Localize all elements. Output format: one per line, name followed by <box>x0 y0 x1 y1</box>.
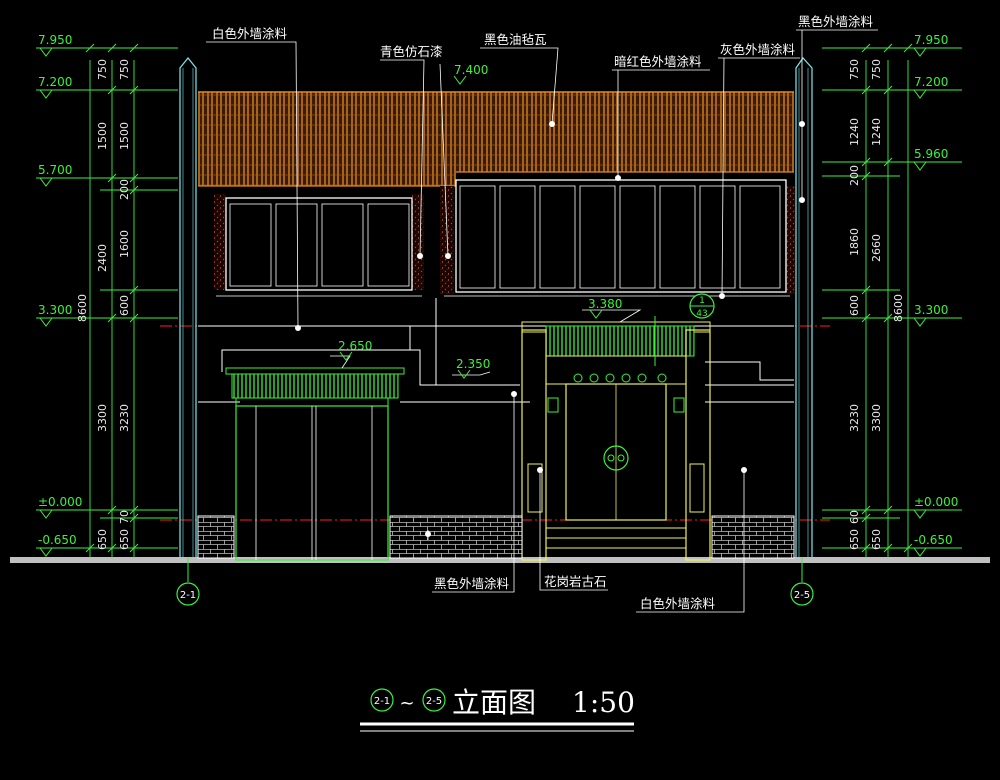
detail-callout[interactable]: 1 43 <box>689 293 715 319</box>
dimension-ticks <box>85 43 913 553</box>
label-black-wall-top: 黑色外墙涂料 <box>798 14 874 29</box>
dim-right-mid: 2660 <box>870 234 883 262</box>
dim-left-total: 8600 <box>76 294 89 322</box>
dim-right-inner: 3230 <box>848 404 861 432</box>
dim-left-mid: 2400 <box>96 244 109 272</box>
ground-line <box>10 557 990 563</box>
title-axis-end: 2-5 <box>426 696 442 707</box>
roof <box>198 91 794 187</box>
level-left-3300: 3.300 <box>38 303 72 317</box>
main-gate <box>521 316 711 561</box>
level-right-7950: 7.950 <box>914 33 948 47</box>
leader-dots <box>295 121 805 537</box>
right-wall <box>795 57 813 557</box>
label-black-tile: 黑色油毡瓦 <box>484 32 547 47</box>
right-inner-dims: 750 1240 200 1860 600 3230 60 650 <box>848 59 861 550</box>
label-grey-wall: 灰色外墙涂料 <box>720 42 796 57</box>
label-white-wall-bottom: 白色外墙涂料 <box>640 596 716 611</box>
level-right-m0650: -0.650 <box>914 533 953 547</box>
dim-right-mid: 650 <box>870 529 883 550</box>
title-text: 立面图 <box>452 686 536 719</box>
dim-left-mid: 3300 <box>96 404 109 432</box>
axis-left-label: 2-1 <box>180 590 196 601</box>
axis-right-label: 2-5 <box>794 590 810 601</box>
level-left-000: ±0.000 <box>38 495 82 509</box>
level-right-7200: 7.200 <box>914 75 948 89</box>
dim-right-inner: 750 <box>848 59 861 80</box>
level-left-5700: 5.700 <box>38 163 72 177</box>
level-left-m0650: -0.650 <box>38 533 77 547</box>
upper-windows-left <box>214 194 424 297</box>
dim-right-inner: 650 <box>848 529 861 550</box>
dim-right-mid: 1240 <box>870 118 883 146</box>
left-entrance <box>225 367 405 561</box>
axis-bubble-left[interactable]: 2-1 <box>176 557 200 606</box>
dim-left-mid: 750 <box>96 59 109 80</box>
dim-right-mid: 750 <box>870 59 883 80</box>
dim-right-inner: 1860 <box>848 228 861 256</box>
dim-right-inner: 600 <box>848 295 861 316</box>
dim-left-mid: 650 <box>96 529 109 550</box>
label-cyan-stone: 青色仿石漆 <box>380 44 443 59</box>
left-wall <box>179 57 197 557</box>
label-granite: 花岗岩古石 <box>544 574 607 589</box>
left-inner-dims: 750 1500 200 1600 600 3230 70 650 <box>118 59 131 550</box>
level-left-7200: 7.200 <box>38 75 72 89</box>
level-gate-3380: 3.380 <box>588 297 622 311</box>
dimension-lines <box>36 47 962 558</box>
level-right-000: ±0.000 <box>914 495 958 509</box>
right-mid-dims: 750 1240 2660 3300 650 <box>870 59 883 550</box>
axis-bubble-right[interactable]: 2-5 <box>790 557 814 606</box>
title-axis-start: 2-1 <box>374 696 390 707</box>
level-canopy-2650: 2.650 <box>338 339 372 353</box>
left-levels: 7.950 7.200 5.700 3.300 ±0.000 -0.650 <box>38 33 82 547</box>
label-white-wall-top: 白色外墙涂料 <box>212 26 288 41</box>
level-right-5960: 5.960 <box>914 147 948 161</box>
label-black-wall-bottom: 黑色外墙涂料 <box>434 576 510 591</box>
level-roof-7400: 7.400 <box>454 63 488 77</box>
dim-right-inner: 60 <box>848 510 861 524</box>
title-scale: 1:50 <box>572 686 635 719</box>
dim-right-inner: 1240 <box>848 118 861 146</box>
detail-sheet: 43 <box>696 309 707 319</box>
brick-plinth <box>197 515 795 559</box>
dim-right-total: 8600 <box>892 294 905 322</box>
level-right-3300: 3.300 <box>914 303 948 317</box>
dim-left-inner: 650 <box>118 529 131 550</box>
material-labels: 白色外墙涂料 青色仿石漆 黑色油毡瓦 暗红色外墙涂料 灰色外墙涂料 黑色外墙涂料… <box>212 14 874 611</box>
dim-right-mid: 3300 <box>870 404 883 432</box>
left-mid-dims: 750 1500 2400 3300 650 <box>96 59 109 550</box>
right-levels: 7.950 7.200 5.960 3.300 ±0.000 -0.650 <box>914 33 958 547</box>
level-left-7950: 7.950 <box>38 33 72 47</box>
dim-left-inner: 3230 <box>118 404 131 432</box>
dim-left-inner: 600 <box>118 295 131 316</box>
dim-left-inner: 1500 <box>118 122 131 150</box>
level-wall-2350: 2.350 <box>456 357 490 371</box>
drawing-title: 2-1 ~ 2-5 立面图 1:50 <box>360 686 635 732</box>
title-axis-sep: ~ <box>399 693 414 714</box>
label-dark-red-wall: 暗红色外墙涂料 <box>614 54 702 69</box>
upper-windows-right <box>440 179 795 297</box>
detail-number: 1 <box>699 296 705 306</box>
inner-levels: 7.400 2.650 2.350 3.380 <box>338 63 622 371</box>
dim-left-inner: 70 <box>118 510 131 524</box>
dim-left-inner: 200 <box>118 179 131 200</box>
dim-left-inner: 1600 <box>118 230 131 258</box>
dim-right-inner: 200 <box>848 165 861 186</box>
dim-left-inner: 750 <box>118 59 131 80</box>
dim-left-mid: 1500 <box>96 122 109 150</box>
level-markers <box>39 47 927 557</box>
